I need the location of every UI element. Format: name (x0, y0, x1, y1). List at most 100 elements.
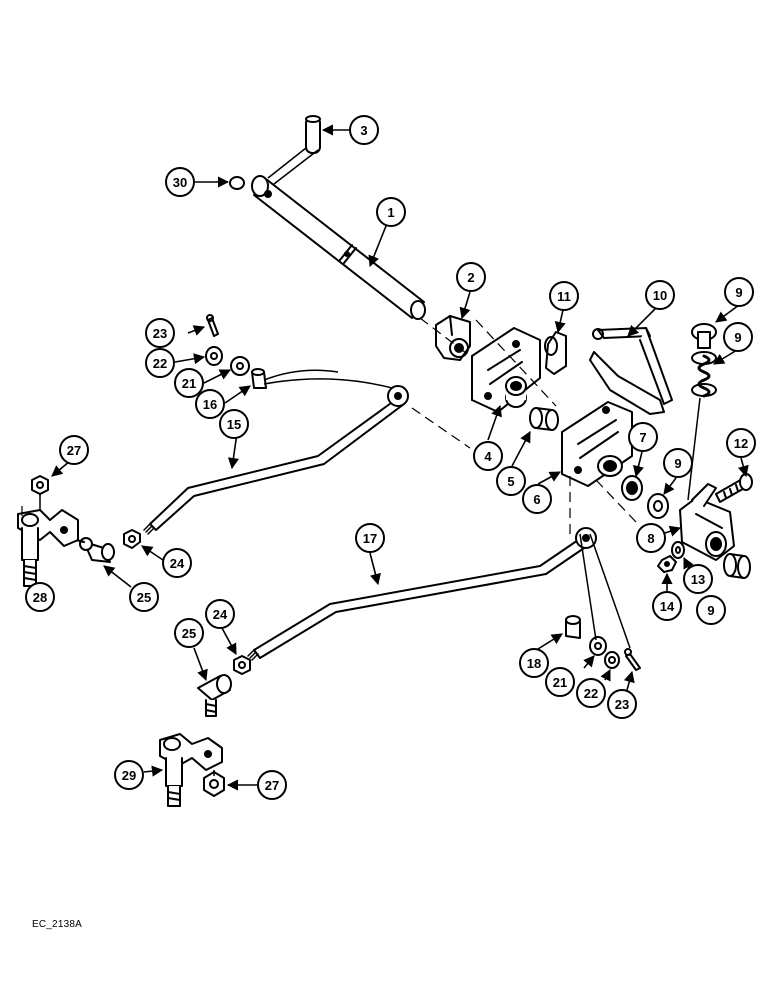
svg-text:21: 21 (553, 675, 567, 690)
svg-text:11: 11 (557, 289, 571, 304)
split-pin-part-23-lower (624, 648, 641, 671)
callout-22-upper: 22 (145, 348, 175, 378)
callout-27-upper: 27 (59, 435, 89, 465)
centre-lines (21, 317, 637, 534)
svg-text:10: 10 (653, 288, 667, 303)
callout-10: 9 (723, 322, 753, 352)
washer-part-22-upper (205, 346, 223, 366)
callout-14: 12 (726, 428, 756, 458)
washer-part-21-upper (230, 356, 250, 376)
callout-28: 28 (25, 582, 55, 612)
svg-text:1: 1 (387, 205, 394, 220)
svg-text:25: 25 (137, 590, 151, 605)
nut-part-24-upper (123, 529, 141, 549)
svg-text:23: 23 (615, 697, 629, 712)
callout-29: 29 (114, 760, 144, 790)
svg-text:18: 18 (527, 656, 541, 671)
callout-24-upper: 24 (162, 548, 192, 578)
bush-part-18 (251, 368, 267, 389)
callout-6: 6 (522, 484, 552, 514)
washer-part-15 (671, 541, 685, 559)
svg-text:3: 3 (360, 123, 367, 138)
nut-part-27-upper (31, 475, 49, 495)
o-ring-part-30 (229, 176, 245, 190)
bracket-part-2 (435, 315, 471, 361)
svg-text:27: 27 (265, 778, 279, 793)
svg-text:9: 9 (735, 285, 742, 300)
svg-text:25: 25 (182, 626, 196, 641)
svg-text:21: 21 (182, 376, 196, 391)
pin-part-3 (305, 115, 321, 154)
svg-text:22: 22 (584, 686, 598, 701)
callout-30: 30 (165, 167, 195, 197)
nut-part-24-lower (233, 655, 251, 675)
callout-25-lower: 25 (174, 618, 204, 648)
spacer-part-7 (621, 475, 643, 501)
leader-lines (51, 124, 749, 791)
callout-21-lower: 21 (545, 667, 575, 697)
pivot-housing-part-8 (679, 483, 735, 561)
knob-part-13 (544, 331, 567, 375)
svg-text:4: 4 (484, 449, 492, 464)
callout-11: 9 (724, 277, 754, 307)
callout-20: 18 (519, 648, 549, 678)
svg-text:14: 14 (660, 599, 675, 614)
svg-text:15: 15 (227, 417, 241, 432)
bush-part-9-upper (647, 493, 669, 519)
drawing-code: EC_2138A (32, 919, 82, 930)
callout-5: 5 (496, 466, 526, 496)
svg-text:22: 22 (153, 356, 167, 371)
assembly-lines (39, 147, 701, 776)
svg-text:9: 9 (674, 456, 681, 471)
callout-1: 1 (376, 197, 406, 227)
link-rod-part-19 (247, 527, 597, 661)
callout-21-upper: 21 (174, 368, 204, 398)
callout-25-upper: 25 (129, 582, 159, 612)
svg-text:9: 9 (707, 603, 714, 618)
split-pin-part-23-upper (206, 314, 219, 337)
ball-joint-part-25-lower (197, 674, 232, 717)
callout-2: 2 (456, 262, 486, 292)
callout-18: 16 (195, 389, 225, 419)
cap-part-11 (691, 323, 717, 349)
washer-part-22-lower (604, 651, 620, 669)
callout-24-lower: 24 (205, 599, 235, 629)
svg-text:5: 5 (507, 474, 514, 489)
bush-part-5 (529, 407, 559, 431)
svg-text:16: 16 (203, 397, 217, 412)
callout-13: 11 (549, 281, 579, 311)
callout-23-upper: 23 (145, 318, 175, 348)
callout-9-lower: 9 (696, 595, 726, 625)
gate-plate-part-4 (471, 327, 541, 413)
link-rod-part-17 (143, 385, 409, 535)
svg-text:9: 9 (734, 330, 741, 345)
svg-text:24: 24 (170, 556, 185, 571)
svg-text:6: 6 (533, 492, 540, 507)
callout-15: 13 (683, 564, 713, 594)
bolt-part-14 (715, 473, 753, 503)
bush-part-20 (565, 615, 581, 639)
cross-shaft-part-1 (251, 175, 426, 320)
washer-part-21-lower (589, 636, 607, 656)
callout-12: 10 (645, 280, 675, 310)
svg-text:29: 29 (122, 768, 136, 783)
ball-joint-part-25-upper (75, 537, 115, 563)
callout-7: 7 (628, 422, 658, 452)
callout-22-lower: 22 (576, 678, 606, 708)
stud-bracket-part-28 (17, 509, 79, 587)
callout-19: 17 (355, 523, 385, 553)
callout-16: 14 (652, 591, 682, 621)
svg-text:12: 12 (734, 436, 748, 451)
callout-27-lower: 27 (257, 770, 287, 800)
bush-part-9-lower (723, 553, 751, 579)
callout-23-lower: 23 (607, 689, 637, 719)
svg-text:7: 7 (639, 430, 646, 445)
callout-3: 3 (349, 115, 379, 145)
svg-text:2: 2 (467, 270, 474, 285)
stud-bracket-part-29 (159, 733, 223, 807)
svg-text:13: 13 (691, 572, 705, 587)
callout-4: 4 (473, 441, 503, 471)
spring-part-10 (691, 351, 717, 398)
svg-text:17: 17 (363, 531, 377, 546)
